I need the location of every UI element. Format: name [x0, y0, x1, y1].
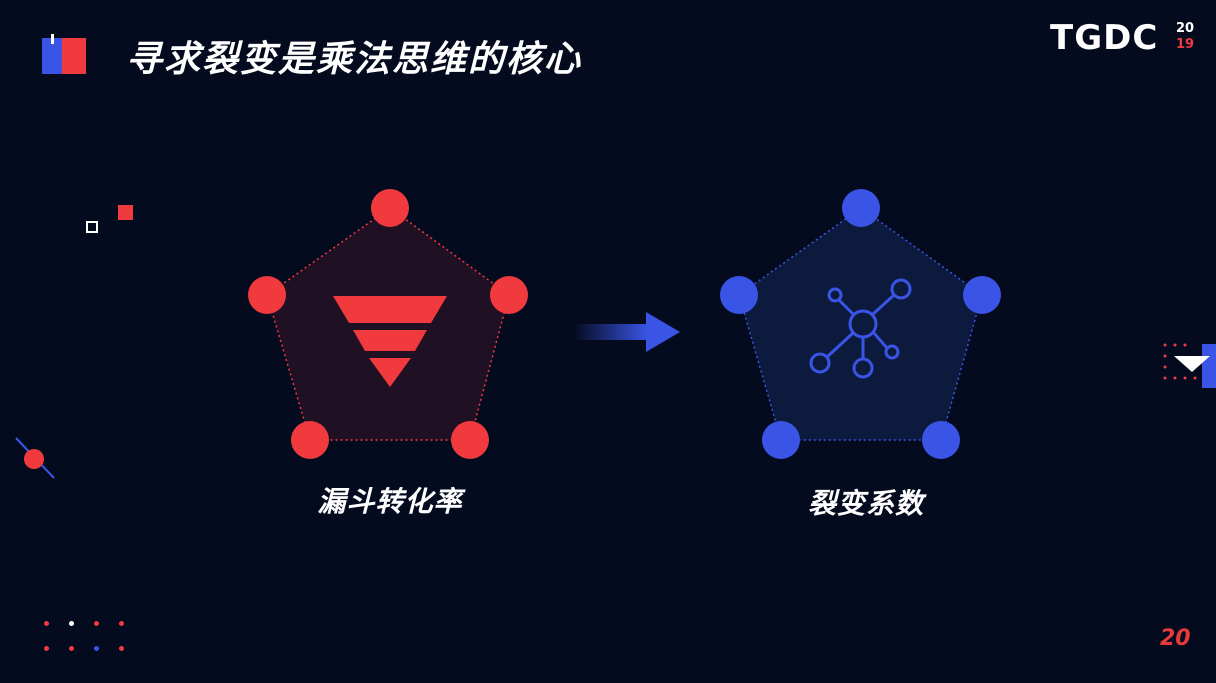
logo-year-top: 20 [1176, 21, 1195, 36]
slide-title: 寻求裂变是乘法思维的核心 [126, 39, 583, 80]
pentagon-node [490, 276, 528, 314]
pentagon-node [922, 421, 960, 459]
decor-dot [119, 646, 124, 651]
logo-year: 20 19 [1172, 18, 1196, 54]
decor-dot [94, 646, 99, 651]
decor-dot [69, 646, 74, 651]
network-pentagon-diagram [720, 189, 1001, 459]
decor-dot [44, 646, 49, 651]
funnel-icon [333, 296, 447, 387]
fission-label: 裂变系数 [807, 487, 924, 520]
pentagon-node [963, 276, 1001, 314]
pentagon-node [371, 189, 409, 227]
corner-mark-icon [42, 34, 86, 74]
decor-dot [44, 621, 49, 626]
network-icon [809, 278, 912, 379]
pentagon-node [291, 421, 329, 459]
decor-square-red [118, 205, 133, 220]
pentagon-node [451, 421, 489, 459]
decor-dot [69, 621, 74, 626]
page-number: 20 [1160, 626, 1191, 651]
pentagon-node [720, 276, 758, 314]
logo-year-bottom: 19 [1176, 37, 1195, 52]
decor-dot [94, 621, 99, 626]
pentagon-node [842, 189, 880, 227]
funnel-pentagon-diagram [248, 189, 528, 459]
decor-right-edge-icon [1163, 343, 1216, 388]
decor-line-dot-icon [15, 437, 55, 479]
pentagon-node [248, 276, 286, 314]
decor-dot [119, 621, 124, 626]
pentagon-node [762, 421, 800, 459]
arrow-right-icon [574, 312, 680, 352]
decor-square-outline [86, 221, 98, 233]
tgdc-logo: TGDC [1050, 18, 1159, 58]
funnel-label: 漏斗转化率 [317, 485, 463, 518]
